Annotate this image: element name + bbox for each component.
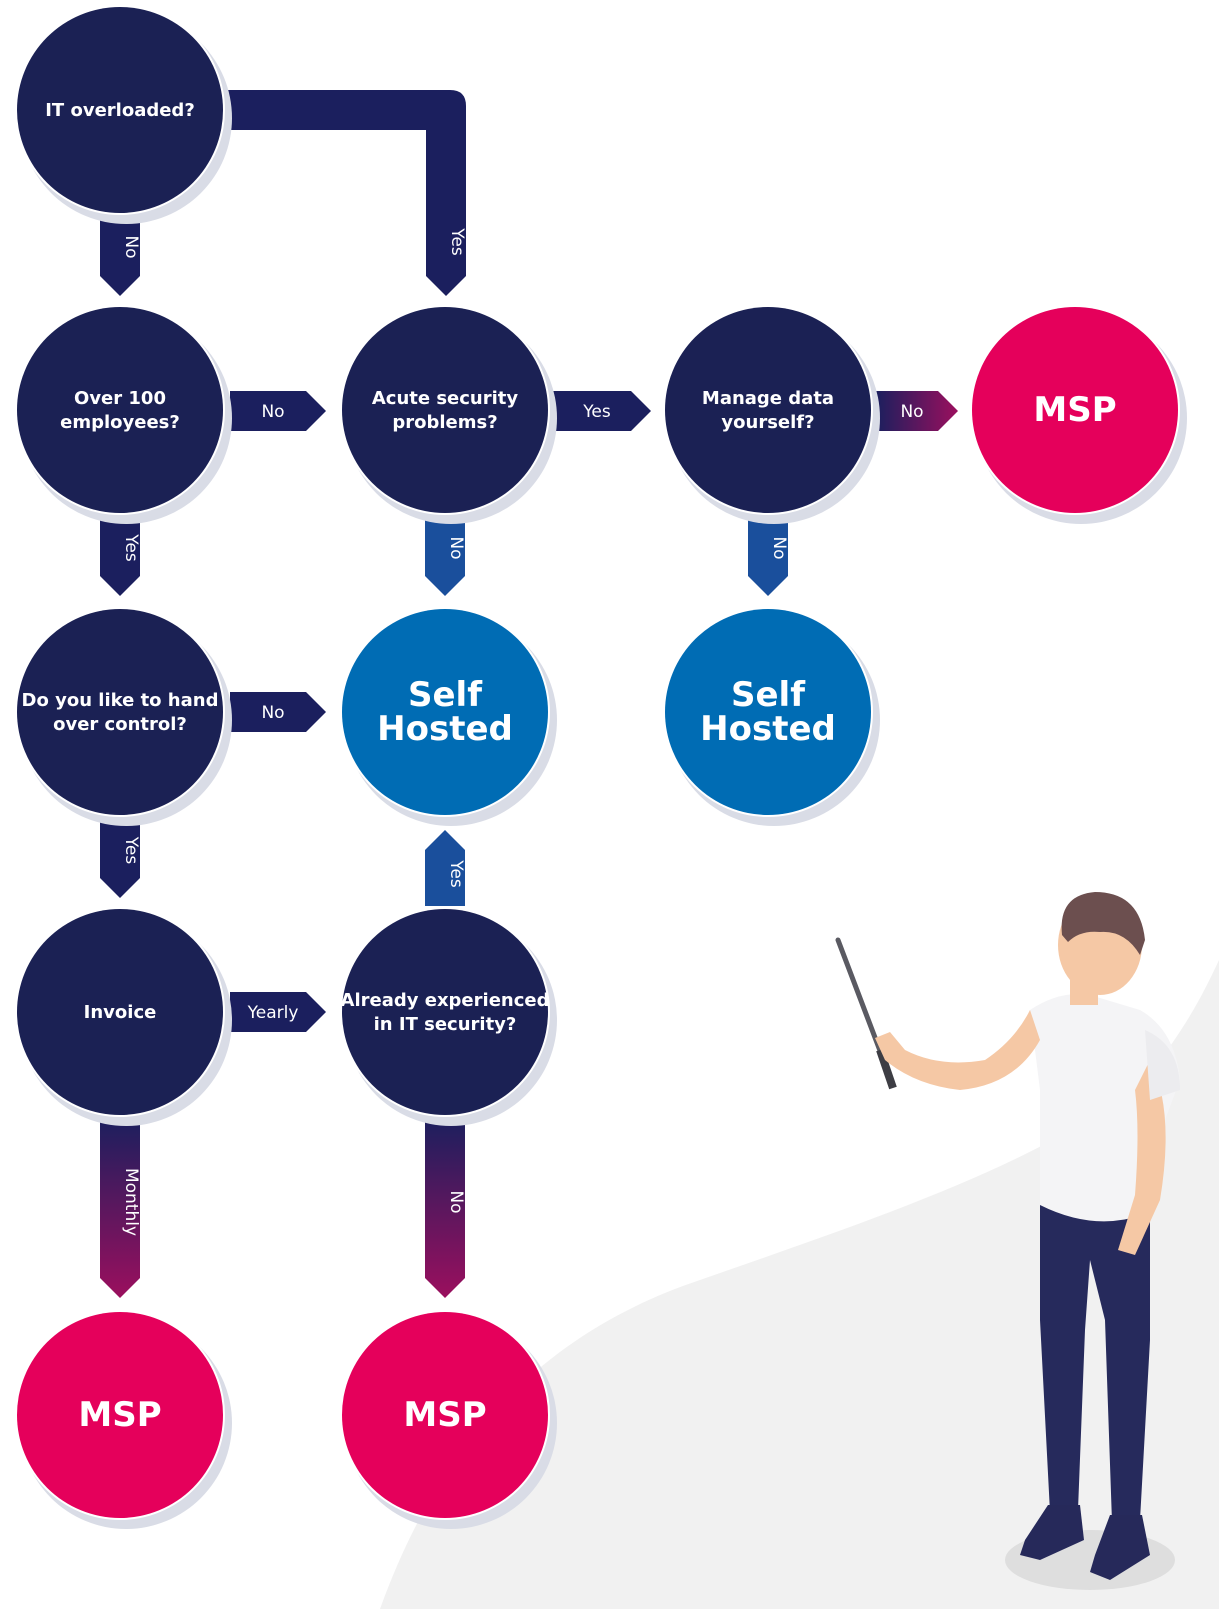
edge-label: Monthly <box>121 1168 141 1236</box>
edge-label: Yes <box>121 533 141 562</box>
node-circle <box>17 609 223 815</box>
node-label: in IT security? <box>374 1014 517 1035</box>
edge-over100-no: No <box>230 391 326 431</box>
edge-arrow <box>426 200 466 296</box>
edge-overloaded-yes: Yes <box>426 200 467 296</box>
node-circle <box>342 307 548 513</box>
edge-manage-no-right: No <box>876 391 958 431</box>
node-label: MSP <box>1033 390 1116 430</box>
edge-acute-no: No <box>425 512 466 596</box>
edge-label: Yes <box>446 859 466 888</box>
edge-label: No <box>261 402 284 422</box>
edge-over100-yes: Yes <box>100 512 141 596</box>
node-msp-top: MSP <box>970 305 1187 524</box>
node-label: problems? <box>392 412 497 433</box>
node-label: Already experienced <box>341 990 550 1011</box>
node-circle <box>342 909 548 1115</box>
node-circle <box>17 1312 223 1518</box>
edge-arrow <box>100 512 140 596</box>
edge-label: No <box>769 536 789 559</box>
node-circle <box>342 1312 548 1518</box>
node-label: yourself? <box>721 412 814 433</box>
node-over-100: Over 100 employees? <box>15 305 232 524</box>
node-label: MSP <box>403 1395 486 1435</box>
edge-arrow <box>100 1118 140 1298</box>
node-label: employees? <box>60 412 180 433</box>
node-circle <box>17 7 223 213</box>
edge-hand-no: No <box>230 692 326 732</box>
edge-arrow <box>876 391 958 431</box>
edge-arrow <box>425 830 465 906</box>
edge-arrow <box>230 391 326 431</box>
edge-manage-no-down: No <box>748 512 789 596</box>
node-invoice: Invoice <box>15 907 232 1126</box>
node-label: Self <box>408 675 483 715</box>
edge-arrow <box>425 512 465 596</box>
node-label: Acute security <box>372 388 519 409</box>
node-circle <box>342 609 548 815</box>
edge-overloaded-no: No <box>100 210 141 296</box>
node-msp-bottom-left: MSP <box>15 1310 232 1529</box>
edge-arrow <box>748 512 788 596</box>
edge-label: No <box>446 536 466 559</box>
edge-label: No <box>446 1190 466 1213</box>
node-hand-over: Do you like to hand over control? <box>15 607 232 826</box>
edge-label: No <box>261 703 284 723</box>
edge-label: No <box>900 402 923 422</box>
node-label: Invoice <box>84 1002 157 1023</box>
edge-label: Yearly <box>247 1003 299 1023</box>
edge-arrow <box>230 992 326 1032</box>
node-it-overloaded: IT overloaded? <box>15 5 232 224</box>
edge-arrow <box>100 210 140 296</box>
node-circle <box>17 307 223 513</box>
node-label: Over 100 <box>74 388 166 409</box>
edge-acute-yes: Yes <box>553 391 651 431</box>
node-circle <box>972 307 1178 513</box>
node-label: Self <box>731 675 806 715</box>
edge-label: Yes <box>582 402 611 422</box>
presenter-illustration <box>835 892 1180 1590</box>
node-label: Do you like to hand <box>22 690 219 711</box>
edge-arrow <box>230 692 326 732</box>
node-manage-data: Manage data yourself? <box>663 305 880 524</box>
node-label: Hosted <box>700 709 836 749</box>
edge-invoice-yearly: Yearly <box>230 992 326 1032</box>
edge-arrow <box>425 1118 465 1298</box>
edge-arrow <box>100 815 140 898</box>
node-label: IT overloaded? <box>45 100 195 121</box>
node-circle <box>17 909 223 1115</box>
node-label: Manage data <box>702 388 834 409</box>
edge-label: Yes <box>121 836 141 865</box>
node-msp-bottom-mid: MSP <box>340 1310 557 1529</box>
edge-experienced-yes: Yes <box>425 830 466 906</box>
background-swoosh <box>380 960 1219 1609</box>
edge-hand-yes: Yes <box>100 815 141 898</box>
node-label: over control? <box>53 714 187 735</box>
node-already-experienced: Already experienced in IT security? <box>340 907 557 1126</box>
edge-experienced-no: No <box>425 1118 466 1298</box>
edge-label: Yes <box>447 227 467 256</box>
node-circle <box>665 307 871 513</box>
node-label: MSP <box>78 1395 161 1435</box>
node-label: Hosted <box>377 709 513 749</box>
edge-label: No <box>121 235 141 258</box>
node-acute-security: Acute security problems? <box>340 305 557 524</box>
edge-invoice-monthly: Monthly <box>100 1118 141 1298</box>
node-circle <box>665 609 871 815</box>
edge-arrow <box>553 391 651 431</box>
